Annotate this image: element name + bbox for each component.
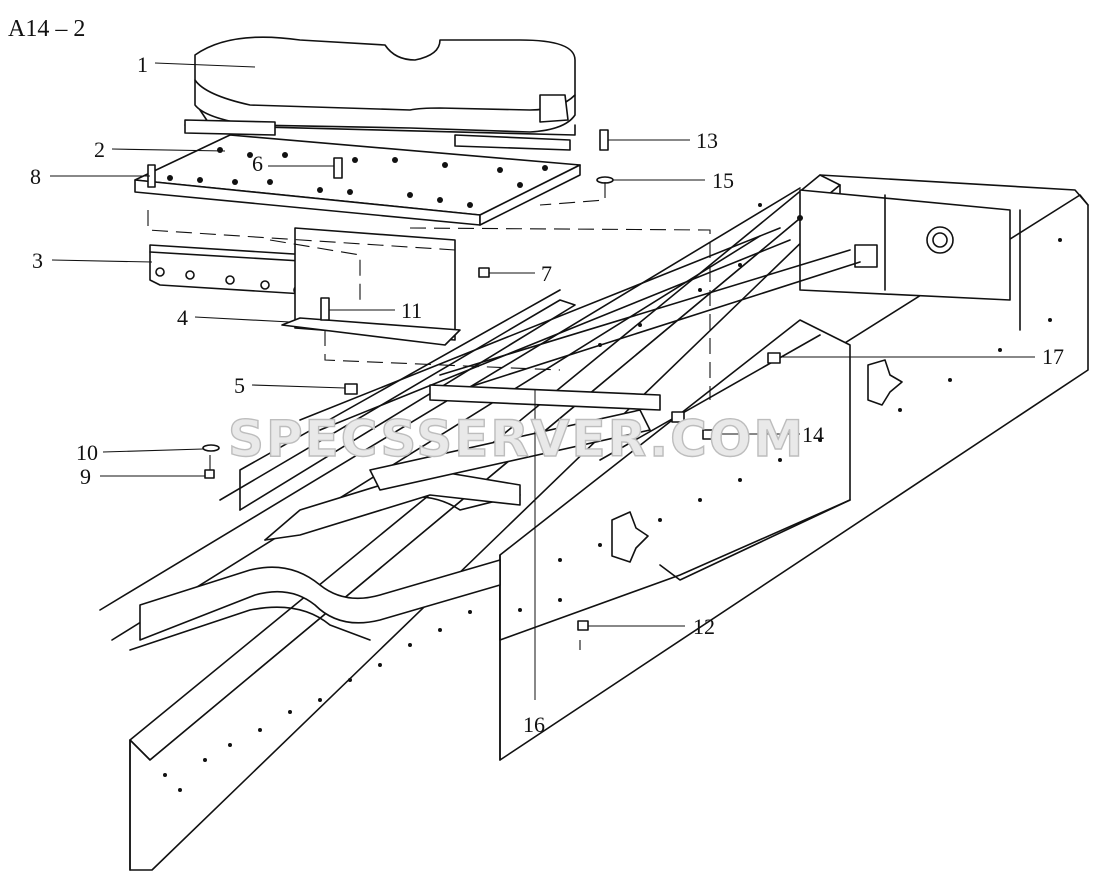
watermark-text: SPECSSERVER.COM — [228, 410, 805, 468]
fifth-wheel-coupling — [184, 36, 576, 151]
spring-hanger-lower — [611, 511, 649, 563]
callout-8: 8 — [30, 164, 41, 189]
callout-5: 5 — [234, 373, 245, 398]
mounting-box — [499, 319, 851, 641]
mounting-plate — [134, 134, 581, 226]
rear-cross-member — [799, 189, 1011, 301]
callout-17: 17 — [1042, 344, 1064, 369]
callout-labels: 1 2 3 4 5 6 7 8 9 10 11 12 13 14 15 16 1… — [30, 52, 1064, 737]
callout-14: 14 — [802, 422, 824, 447]
callout-15: 15 — [712, 168, 734, 193]
callout-7: 7 — [541, 261, 552, 286]
cross-bar-bracket — [369, 384, 661, 700]
leader-lines — [50, 62, 1035, 627]
diagram-title: A14 – 2 — [8, 16, 85, 42]
callout-1: 1 — [137, 52, 148, 77]
bracket-plate — [281, 227, 461, 346]
fasteners — [147, 129, 781, 631]
callout-10: 10 — [76, 440, 98, 465]
rail-rivet-holes — [163, 203, 1062, 792]
lower-cross-member — [129, 469, 521, 651]
callout-13: 13 — [696, 128, 718, 153]
spring-hanger-upper — [867, 359, 903, 406]
callout-3: 3 — [32, 248, 43, 273]
inner-rails — [219, 227, 861, 511]
assembly-dash-lines — [147, 182, 711, 650]
callout-11: 11 — [401, 298, 422, 323]
callout-2: 2 — [94, 137, 105, 162]
callout-16: 16 — [523, 712, 545, 737]
callout-12: 12 — [693, 614, 715, 639]
callout-4: 4 — [177, 305, 188, 330]
callout-6: 6 — [252, 151, 263, 176]
callout-9: 9 — [80, 464, 91, 489]
